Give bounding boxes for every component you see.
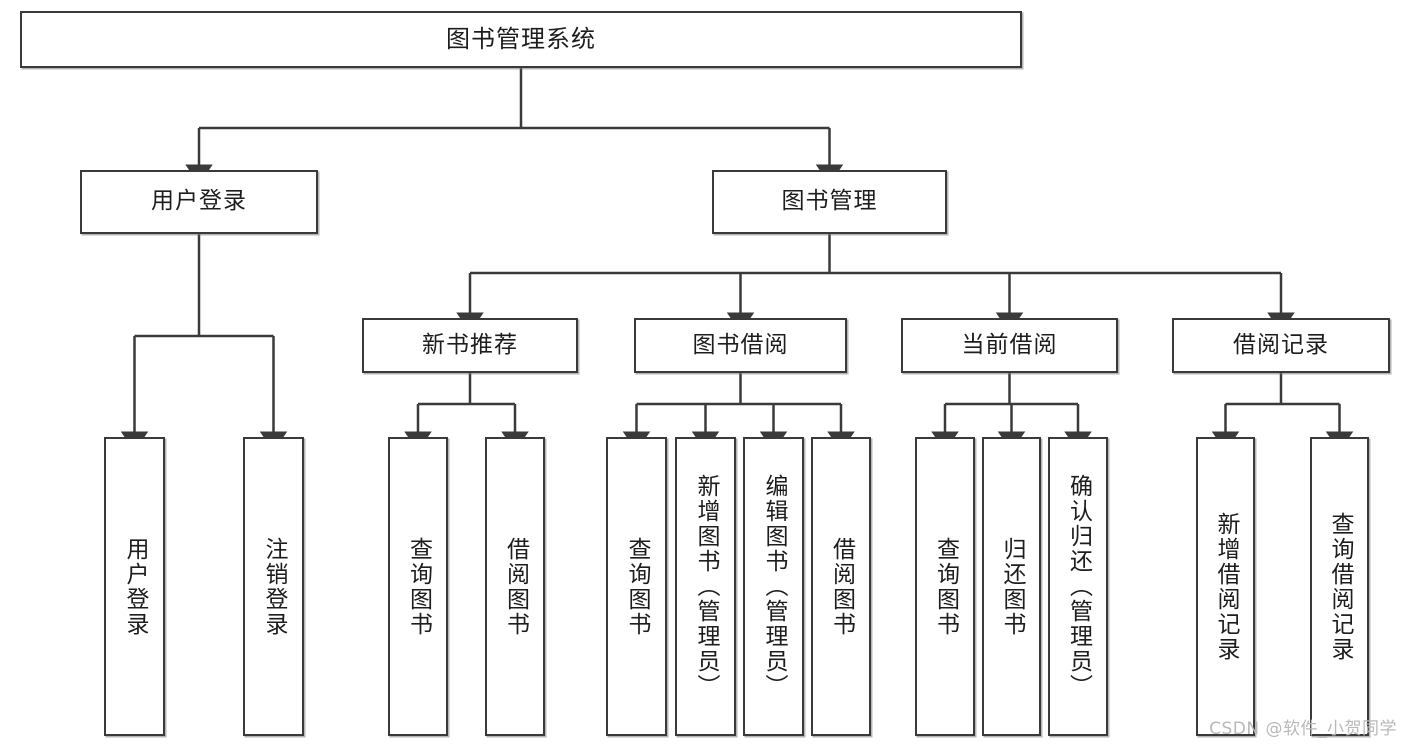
leaf-current-query-book[interactable]: 查询图书 — [915, 437, 975, 736]
leaf-borrow-lend-book[interactable]: 借阅图书 — [811, 437, 871, 736]
node-book-management-module[interactable]: 图书管理 — [712, 170, 947, 234]
watermark-text: CSDN @软件_小贺同学 — [1209, 719, 1397, 739]
node-book-borrowing[interactable]: 图书借阅 — [634, 318, 847, 373]
leaf-borrow-query-book[interactable]: 查询图书 — [606, 437, 667, 736]
node-root-system[interactable]: 图书管理系统 — [20, 11, 1022, 68]
node-borrowing-records[interactable]: 借阅记录 — [1172, 318, 1390, 373]
leaf-user-logout[interactable]: 注销登录 — [243, 437, 304, 736]
node-new-book-recommendation[interactable]: 新书推荐 — [362, 318, 578, 373]
node-current-borrowing[interactable]: 当前借阅 — [901, 318, 1118, 373]
edge-paths — [120, 68, 1354, 452]
leaf-current-return-book[interactable]: 归还图书 — [982, 437, 1041, 736]
node-user-login-module[interactable]: 用户登录 — [80, 170, 318, 234]
leaf-record-query-borrow-record[interactable]: 查询借阅记录 — [1310, 437, 1369, 736]
leaf-record-add-borrow-record[interactable]: 新增借阅记录 — [1196, 437, 1255, 736]
leaf-user-login[interactable]: 用户登录 — [104, 437, 165, 736]
leaf-current-confirm-return-admin[interactable]: 确认归还（管理员） — [1048, 437, 1108, 736]
leaf-borrow-add-book-admin[interactable]: 新增图书（管理员） — [675, 437, 736, 736]
leaf-borrow-edit-book-admin[interactable]: 编辑图书（管理员） — [743, 437, 804, 736]
leaf-newbook-borrow-book[interactable]: 借阅图书 — [485, 437, 545, 736]
leaf-newbook-query-book[interactable]: 查询图书 — [388, 437, 448, 736]
